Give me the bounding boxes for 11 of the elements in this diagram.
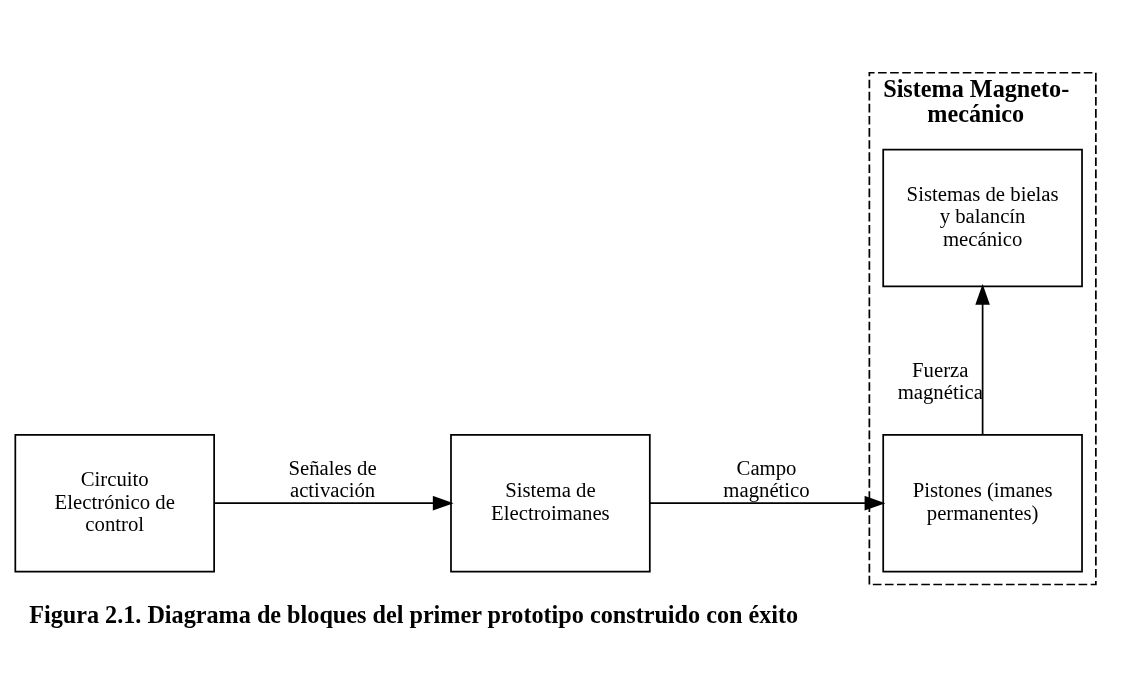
edge-label: Señales de activación (288, 456, 377, 501)
node-box: Sistemas de bielas y balancín mecánico (882, 148, 1083, 287)
node-box: Sistema de Electroimanes (450, 433, 651, 572)
arrow (975, 283, 990, 436)
edge-label: Fuerza magnética (897, 358, 983, 403)
arrow (213, 495, 454, 510)
node-box: Pistones (imanes permanentes) (882, 433, 1083, 572)
edge-label: Campo magnético (723, 456, 810, 501)
arrow (649, 495, 886, 510)
caption: Figura 2.1. Diagrama de bloques del primer prototipo construido con éxito (29, 600, 799, 628)
node-box: Circuito Electrónico de control (14, 433, 215, 572)
